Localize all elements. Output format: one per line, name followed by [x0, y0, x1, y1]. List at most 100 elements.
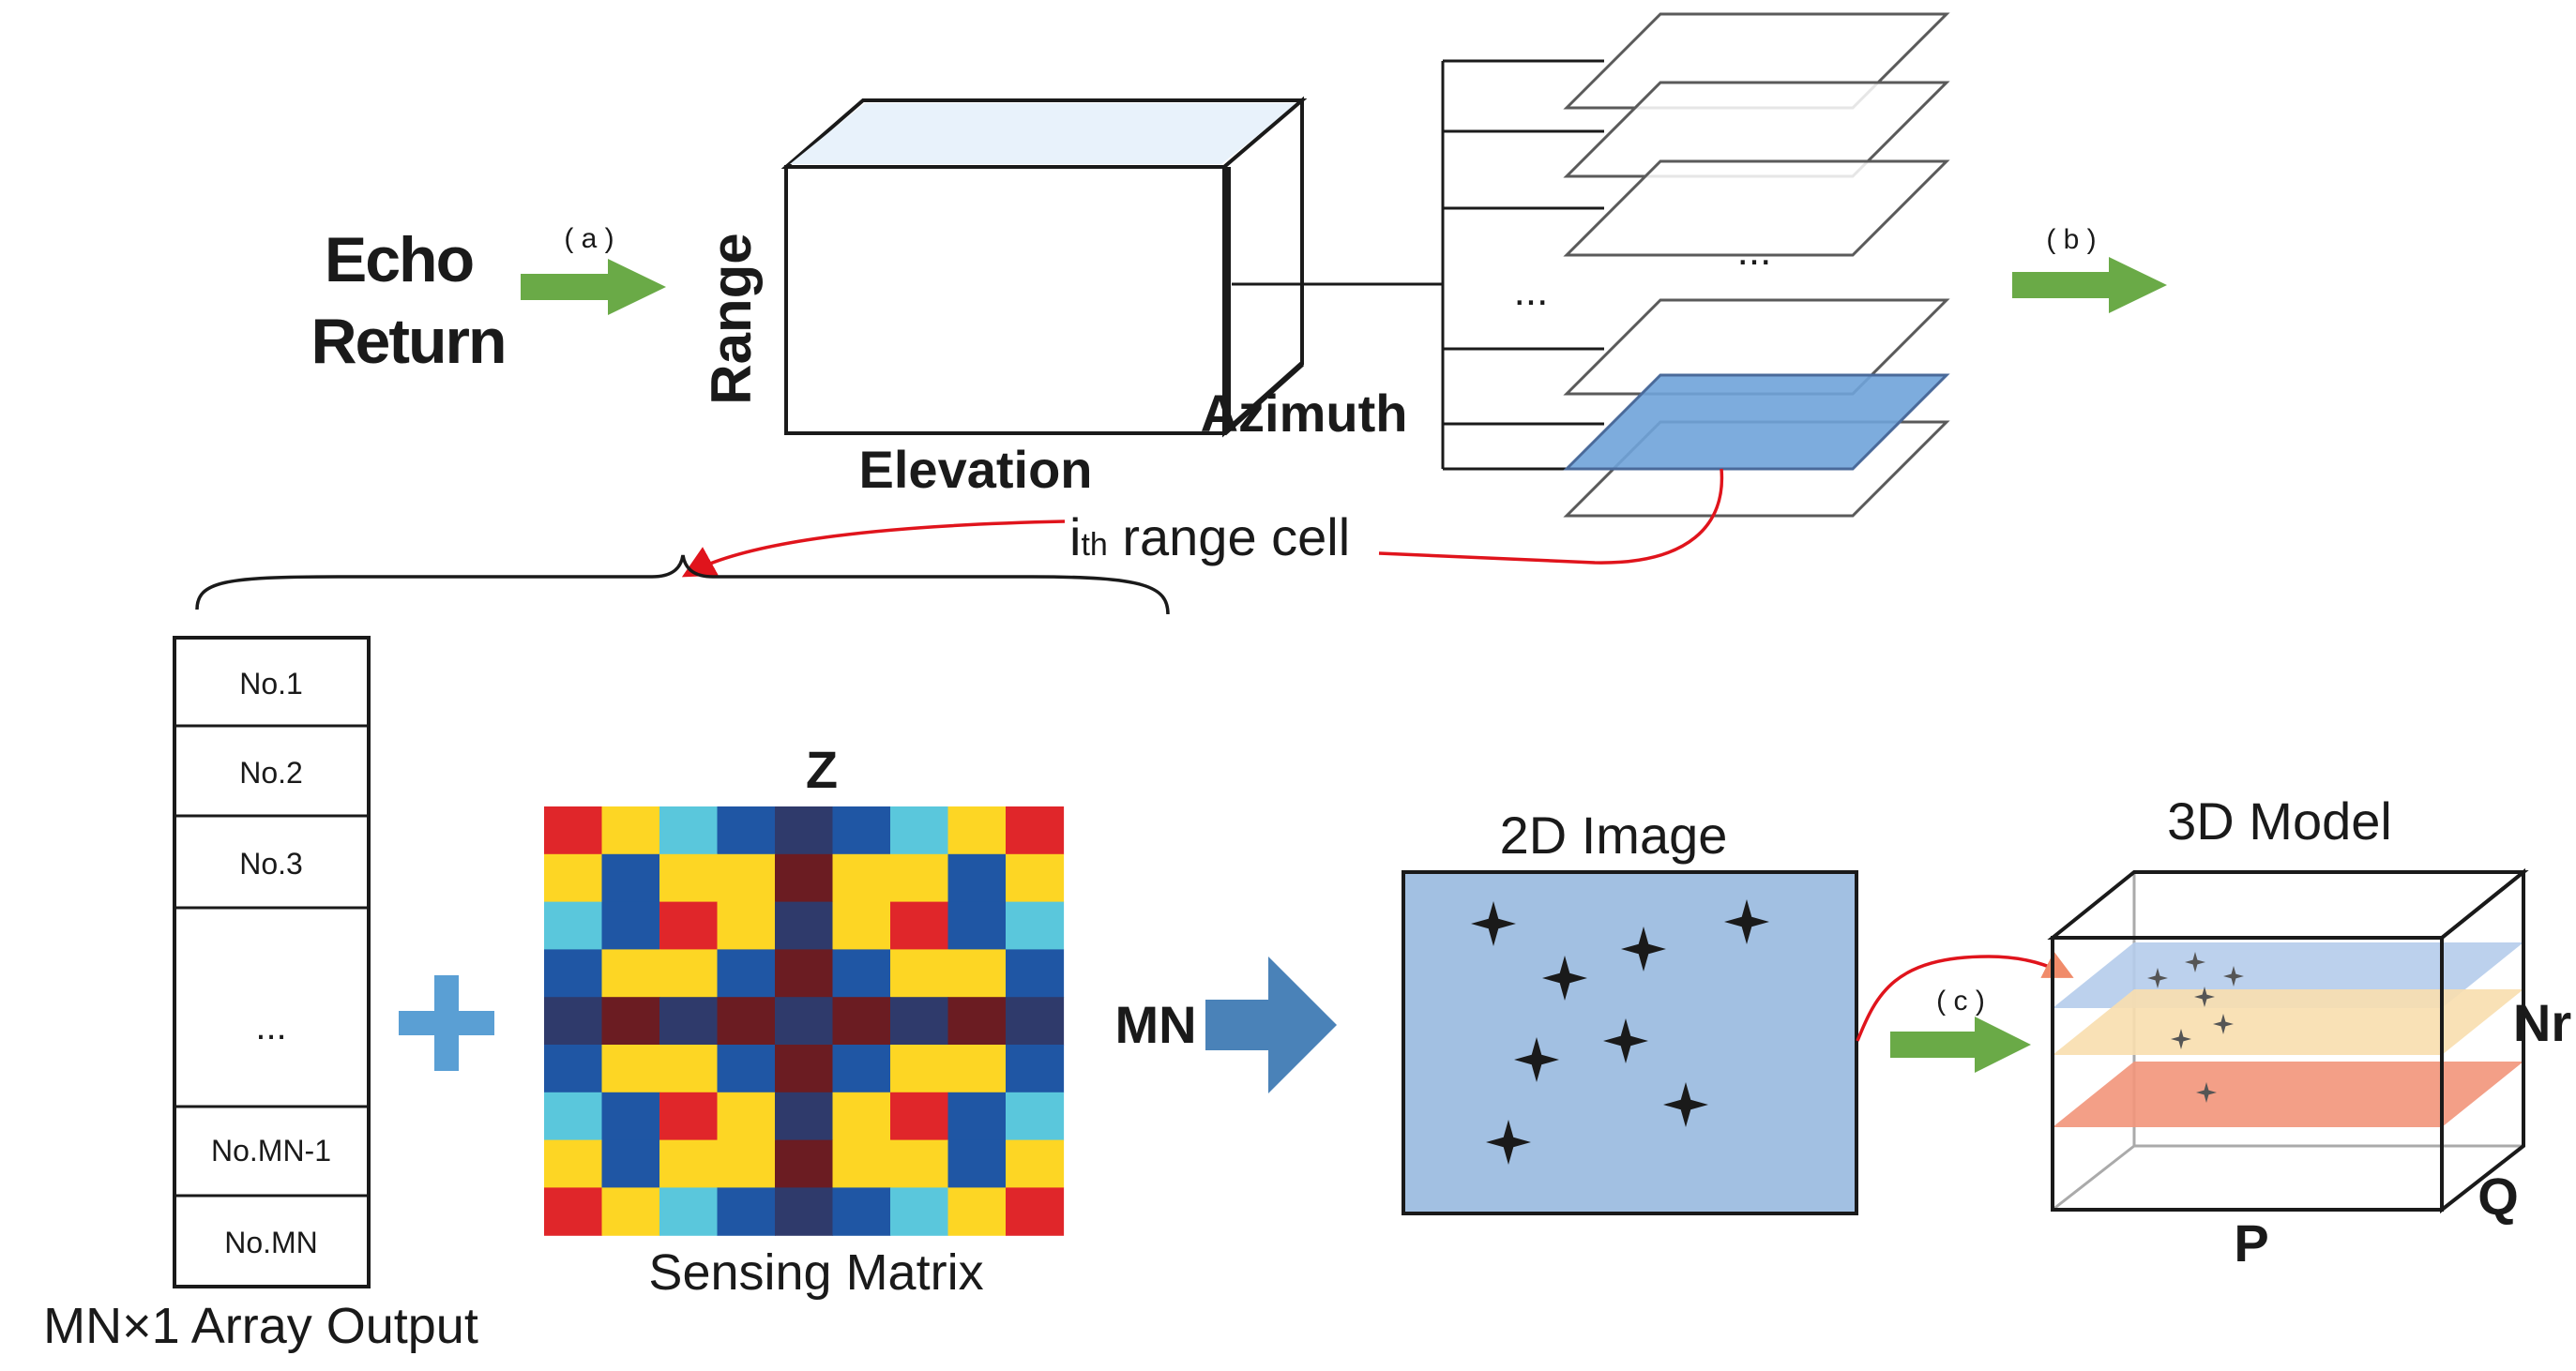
matrix-cell: [890, 806, 949, 855]
arrow-to-image: [1205, 957, 1337, 1093]
matrix-cell: [659, 1092, 719, 1141]
model-3d-box: [2047, 867, 2529, 1214]
matrix-cell: [659, 1139, 719, 1188]
matrix-cell: [1006, 1139, 1065, 1188]
matrix-cell: [890, 949, 949, 998]
matrix-cell: [659, 997, 719, 1046]
model-3d-targets: [2147, 952, 2244, 1103]
target-star-icon: [1471, 901, 1516, 946]
matrix-cell: [775, 1187, 834, 1236]
model-nr-label: Nr: [2513, 993, 2571, 1052]
matrix-cell: [890, 1092, 949, 1141]
matrix-cell: [775, 1045, 834, 1093]
array-cell: No.MN: [224, 1226, 318, 1259]
matrix-cell: [832, 949, 891, 998]
matrix-cell: [947, 901, 1007, 950]
array-column: [173, 636, 371, 1288]
arrow-c: [1890, 1017, 2031, 1073]
matrix-cell: [659, 853, 719, 903]
matrix-cell: [601, 853, 660, 903]
matrix-cell: [890, 1139, 949, 1188]
matrix-cell: [1006, 1187, 1065, 1236]
matrix-cell: [544, 901, 603, 950]
matrix-cell: [544, 997, 603, 1046]
range-axis-label: Range: [700, 233, 763, 404]
model-target-star-icon: [2171, 1029, 2191, 1049]
highlighted-range-slice: [1563, 373, 1950, 471]
matrix-cell: [947, 1045, 1007, 1093]
matrix-cell: [1006, 806, 1065, 855]
matrix-cell: [601, 997, 660, 1046]
matrix-cell: [659, 806, 719, 855]
matrix-cell: [717, 1187, 776, 1236]
slice-stack: [1441, 12, 1950, 518]
matrix-cell: [947, 853, 1007, 903]
matrix-cell: [544, 853, 603, 903]
matrix-cell: [601, 1092, 660, 1141]
matrix-cell: [775, 901, 834, 950]
model-p-label: P: [2234, 1213, 2268, 1273]
model-slice-bottom: [2053, 1062, 2523, 1127]
array-cell: ...: [255, 1006, 286, 1047]
matrix-cell: [544, 949, 603, 998]
model-3d-title: 3D Model: [2167, 791, 2392, 851]
model-target-star-icon: [2196, 1082, 2217, 1103]
arrow-b: [2012, 257, 2167, 313]
matrix-cell: [717, 997, 776, 1046]
model-target-star-icon: [2213, 1014, 2234, 1034]
data-cube: [780, 96, 1308, 438]
matrix-cell: [601, 1045, 660, 1093]
target-star-icon: [1621, 927, 1666, 972]
array-cell: No.1: [239, 667, 303, 701]
matrix-cell: [601, 1139, 660, 1188]
matrix-cell: [659, 1045, 719, 1093]
matrix-cell: [544, 1092, 603, 1141]
matrix-cell: [775, 1092, 834, 1141]
matrix-cell: [832, 806, 891, 855]
target-star-icon: [1724, 899, 1769, 944]
step-b-label: ( b ): [2046, 224, 2096, 255]
azimuth-axis-label: Azimuth: [1201, 384, 1408, 443]
model-slice-middle: [2053, 989, 2523, 1055]
range-cell-curve: [1378, 468, 1724, 565]
matrix-cell: [890, 997, 949, 1046]
matrix-cell: [601, 806, 660, 855]
matrix-cell: [717, 1092, 776, 1141]
target-star-icon: [1514, 1037, 1559, 1082]
matrix-cell: [947, 1139, 1007, 1188]
matrix-cell: [832, 997, 891, 1046]
matrix-cell: [717, 806, 776, 855]
matrix-cell: [832, 1139, 891, 1188]
matrix-cell: [890, 901, 949, 950]
matrix-cell: [947, 806, 1007, 855]
elevation-axis-label: Elevation: [859, 440, 1093, 499]
matrix-cell: [775, 997, 834, 1046]
step-a-label: ( a ): [564, 223, 614, 254]
array-cell: No.3: [239, 847, 303, 881]
arrow-a: [521, 259, 666, 315]
model-target-star-icon: [2194, 987, 2215, 1007]
matrix-cell: [1006, 949, 1065, 998]
matrix-cell: [1006, 1045, 1065, 1093]
matrix-cell: [775, 806, 834, 855]
matrix-cell: [832, 1045, 891, 1093]
curly-brace: [195, 554, 1170, 615]
matrix-cell: [659, 901, 719, 950]
model-target-star-icon: [2147, 968, 2168, 988]
target-star-icon: [1663, 1082, 1708, 1127]
matrix-cell: [601, 901, 660, 950]
array-output-label: MN×1 Array Output: [43, 1298, 478, 1354]
target-star-icon: [1603, 1018, 1648, 1063]
matrix-cell: [832, 853, 891, 903]
matrix-cell: [544, 1139, 603, 1188]
matrix-cell: [947, 1187, 1007, 1236]
matrix-cell: [601, 949, 660, 998]
matrix-cell: [832, 1092, 891, 1141]
target-star-icon: [1486, 1120, 1531, 1165]
matrix-cell: [775, 949, 834, 998]
matrix-cell: [717, 853, 776, 903]
matrix-cell: [544, 806, 603, 855]
matrix-cell: [544, 1045, 603, 1093]
matrix-cell: [947, 997, 1007, 1046]
